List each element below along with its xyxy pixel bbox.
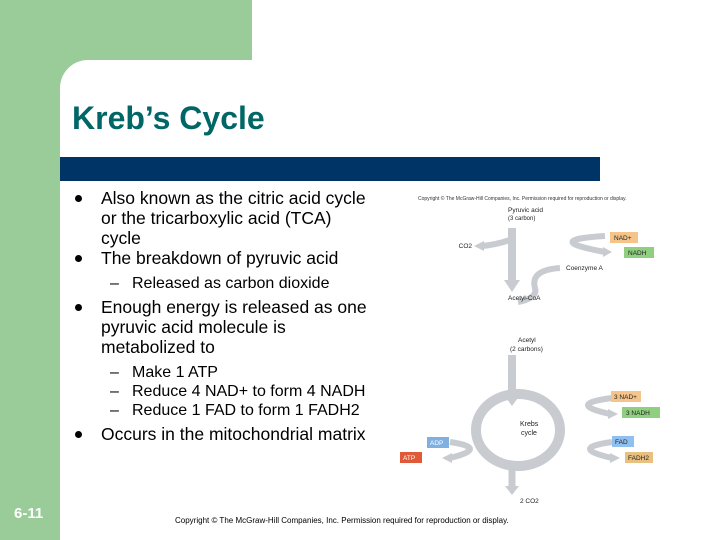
figure-copyright: Copyright © The McGraw-Hill Companies, I…: [418, 195, 627, 202]
atp-box: [400, 452, 422, 463]
fadh2-label: FADH2: [628, 455, 649, 462]
bullet-item: Enough energy is released as one pyruvic…: [72, 297, 372, 357]
sub-bullet-item: –Reduce 1 FAD to form 1 FADH2: [110, 402, 360, 419]
co2-arrow: [481, 237, 511, 249]
atp-label: ATP: [403, 455, 415, 462]
sub-bullet-text: Make 1 ATP: [132, 364, 218, 381]
arrowhead-icon: [608, 409, 618, 419]
bullet-item: Also known as the citric acid cycle or t…: [72, 188, 372, 248]
bullet-text: Enough energy is released as one pyruvic…: [101, 297, 367, 357]
arrowhead-icon: [442, 453, 452, 463]
krebs-label: Krebs: [520, 421, 539, 428]
nad-box: [610, 232, 638, 243]
coenzyme-a-arrow: [517, 265, 561, 305]
bullet-dot: [75, 431, 82, 438]
adp-box: [427, 437, 449, 448]
title-divider-bar: [60, 157, 600, 181]
arrowhead-icon: [610, 453, 620, 463]
co2-label: CO2: [459, 243, 473, 250]
sub-bullet-item: –Reduce 4 NAD+ to form 4 NADH: [110, 383, 366, 400]
adp-arrow: [449, 439, 473, 461]
adp-label: ADP: [430, 440, 443, 447]
krebs-cycle-ring: [471, 389, 565, 471]
bullet-text: The breakdown of pyruvic acid: [101, 248, 339, 268]
nadh-box: [624, 247, 654, 258]
bullet-text: Also known as the citric acid cycle or t…: [101, 188, 366, 248]
sub-bullet-text: Reduce 4 NAD+ to form 4 NADH: [132, 383, 366, 400]
three-nadh-label: 3 NADH: [626, 410, 650, 417]
background-band-left: [0, 0, 60, 540]
krebs-cycle-figure: Copyright © The McGraw-Hill Companies, I…: [400, 195, 660, 505]
sub-bullet-text: Reduce 1 FAD to form 1 FADH2: [132, 402, 360, 419]
bullet-text: Occurs in the mitochondrial matrix: [101, 424, 366, 444]
fad-label: FAD: [615, 439, 628, 446]
bullet-list: Also known as the citric acid cycle or t…: [72, 188, 372, 444]
sub-bullet-item: –Released as carbon dioxide: [110, 275, 330, 292]
slide-copyright: Copyright © The McGraw-Hill Companies, I…: [175, 516, 509, 525]
slide-title: Kreb’s Cycle: [72, 100, 265, 136]
pyruvic-acid-label: Pyruvic acid: [508, 207, 543, 214]
nadh-label: NADH: [628, 250, 647, 257]
fad-arrow: [587, 439, 613, 461]
arrowhead-icon: [505, 486, 519, 495]
bullet-item: The breakdown of pyruvic acid: [72, 248, 372, 268]
sub-bullet-item: –Make 1 ATP: [110, 364, 218, 381]
bullet-item: Occurs in the mitochondrial matrix: [72, 424, 372, 444]
cycle-label: cycle: [521, 430, 537, 437]
arrowhead-icon: [603, 247, 612, 257]
three-nad-label: 3 NAD+: [614, 394, 637, 401]
fadh2-box: [625, 452, 653, 463]
three-nad-arrow: [585, 395, 613, 417]
sub-bullet-text: Released as carbon dioxide: [132, 275, 330, 292]
two-co2-label: 2 CO2: [520, 498, 539, 505]
acetyl-coa-label: Acetyl-CoA: [508, 295, 541, 302]
bullet-dot: [75, 255, 82, 262]
arrowhead-icon: [504, 280, 520, 292]
two-carbons-label: (2 carbons): [510, 346, 543, 353]
three-carbon-label: (3 carbon): [508, 216, 535, 222]
bullet-dot: [75, 304, 82, 311]
three-nadh-box: [622, 407, 660, 418]
three-nad-box: [611, 391, 641, 402]
arrowhead-icon: [474, 241, 484, 251]
acetyl-label: Acetyl: [518, 337, 536, 344]
coenzyme-a-label: Coenzyme A: [566, 265, 604, 272]
nad-arrow: [569, 233, 606, 255]
fad-box: [612, 436, 634, 447]
slide-number: 6-11: [14, 505, 44, 522]
bullet-dot: [75, 195, 82, 202]
nad-label: NAD+: [614, 235, 632, 242]
